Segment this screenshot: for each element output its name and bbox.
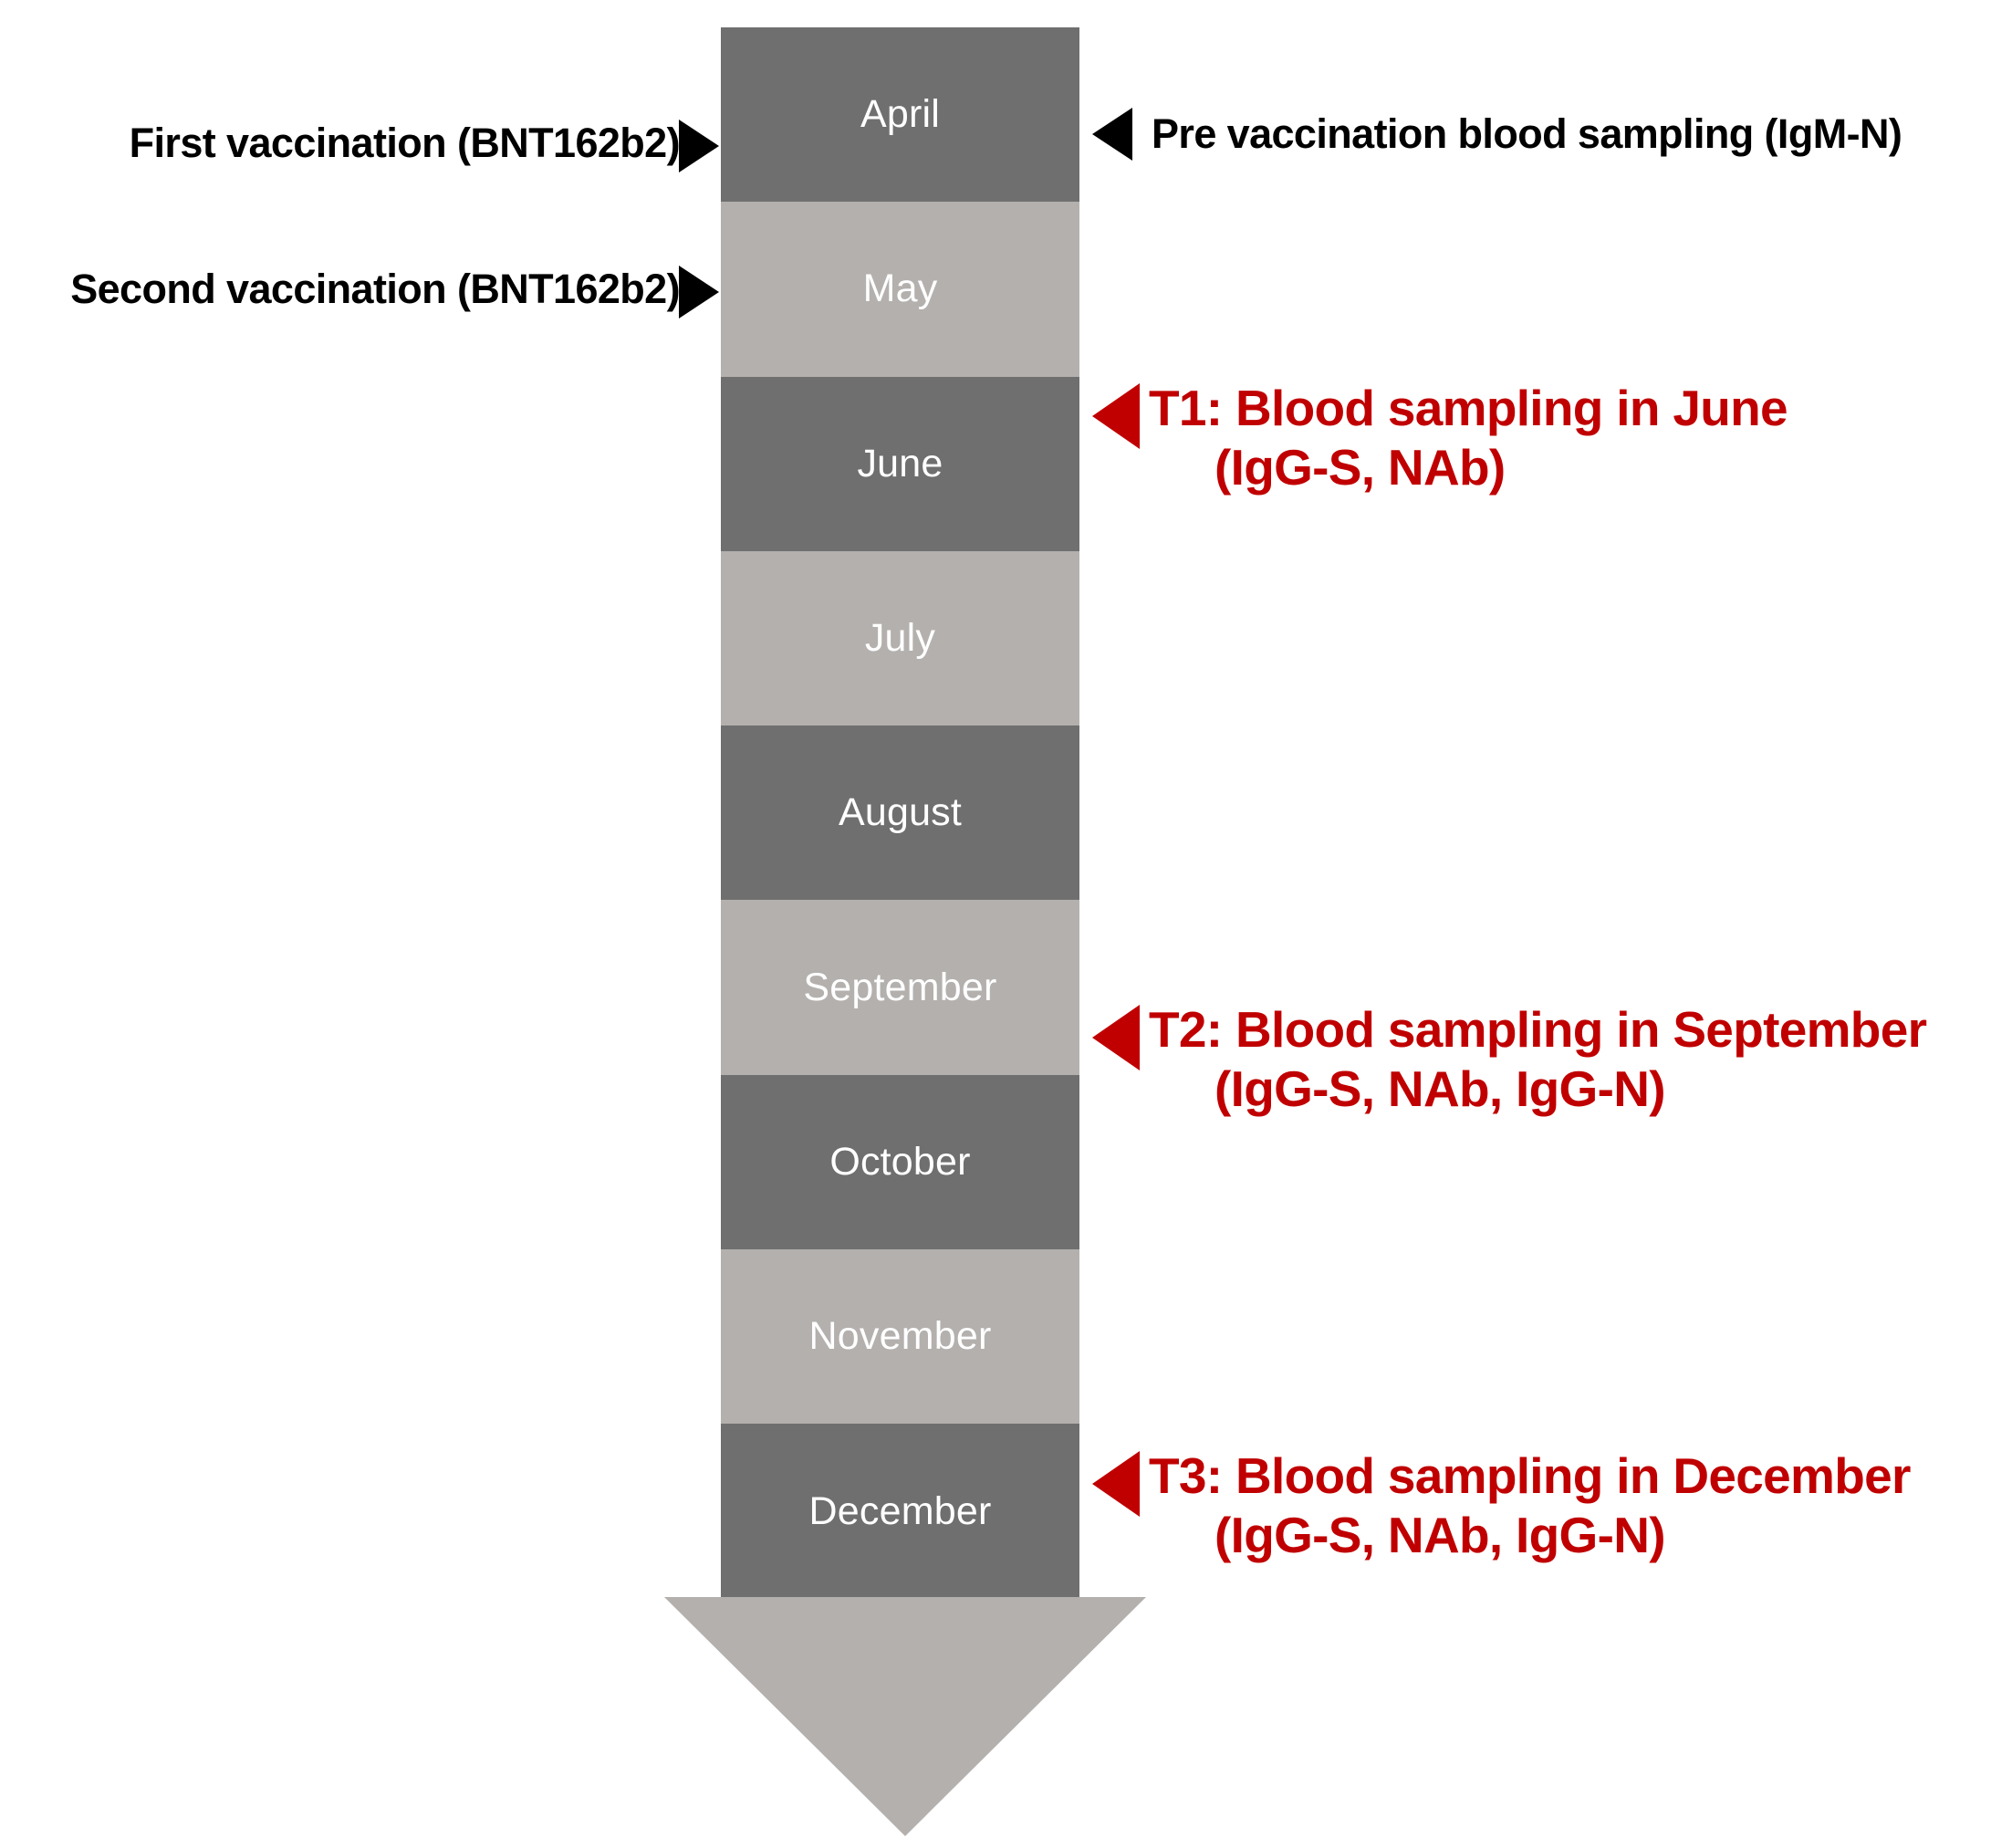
month-band-november: November	[721, 1249, 1079, 1425]
annotation-t3-line1: T3: Blood sampling in December	[1149, 1447, 1911, 1504]
annotation-t2-line2: (IgG-S, NAb, IgG-N)	[1214, 1060, 1666, 1117]
annotation-t2-line1: T2: Blood sampling in September	[1149, 1001, 1927, 1058]
month-label-june: June	[857, 441, 943, 485]
month-label-april: April	[860, 92, 941, 137]
annotation-t1-line2: (IgG-S, NAb)	[1214, 438, 1506, 496]
annotation-t3-line2: (IgG-S, NAb, IgG-N)	[1214, 1506, 1666, 1563]
marker-second-vaccination-triangle-right-icon	[679, 266, 719, 318]
marker-t1-triangle-left-icon	[1092, 383, 1140, 449]
month-label-september: September	[803, 965, 997, 1009]
annotation-t2-blood-sampling: T2: Blood sampling in September (IgG-S, …	[1149, 1000, 1927, 1119]
month-label-august: August	[838, 790, 963, 835]
month-band-august: August	[721, 726, 1079, 901]
month-label-november: November	[808, 1314, 992, 1359]
marker-first-vaccination-triangle-right-icon	[679, 120, 719, 172]
annotation-t1-line1: T1: Blood sampling in June	[1149, 380, 1788, 436]
timeline-arrow-down-icon	[664, 1597, 1146, 1836]
marker-t3-triangle-left-icon	[1092, 1451, 1140, 1517]
month-label-july: July	[864, 616, 936, 661]
marker-pre-vaccination-triangle-left-icon	[1092, 108, 1132, 161]
annotation-first-vaccination: First vaccination (BNT162b2)	[129, 120, 681, 166]
month-band-december: December	[721, 1424, 1079, 1599]
month-label-december: December	[808, 1488, 992, 1533]
month-band-april: April	[721, 27, 1079, 203]
month-band-may: May	[721, 202, 1079, 377]
month-label-october: October	[829, 1139, 971, 1184]
timeline-column: April May June July August September Oct…	[721, 27, 1079, 1599]
month-band-july: July	[721, 550, 1079, 726]
month-band-september: September	[721, 900, 1079, 1075]
annotation-pre-vaccination-sampling: Pre vaccination blood sampling (IgM-N)	[1152, 110, 1902, 157]
month-band-october: October	[721, 1074, 1079, 1250]
annotation-t3-blood-sampling: T3: Blood sampling in December (IgG-S, N…	[1149, 1446, 1911, 1565]
marker-t2-triangle-left-icon	[1092, 1005, 1140, 1070]
annotation-t1-blood-sampling: T1: Blood sampling in June (IgG-S, NAb)	[1149, 379, 1788, 497]
annotation-second-vaccination: Second vaccination (BNT162b2)	[70, 266, 680, 312]
month-band-june: June	[721, 376, 1079, 551]
month-label-may: May	[862, 266, 938, 311]
